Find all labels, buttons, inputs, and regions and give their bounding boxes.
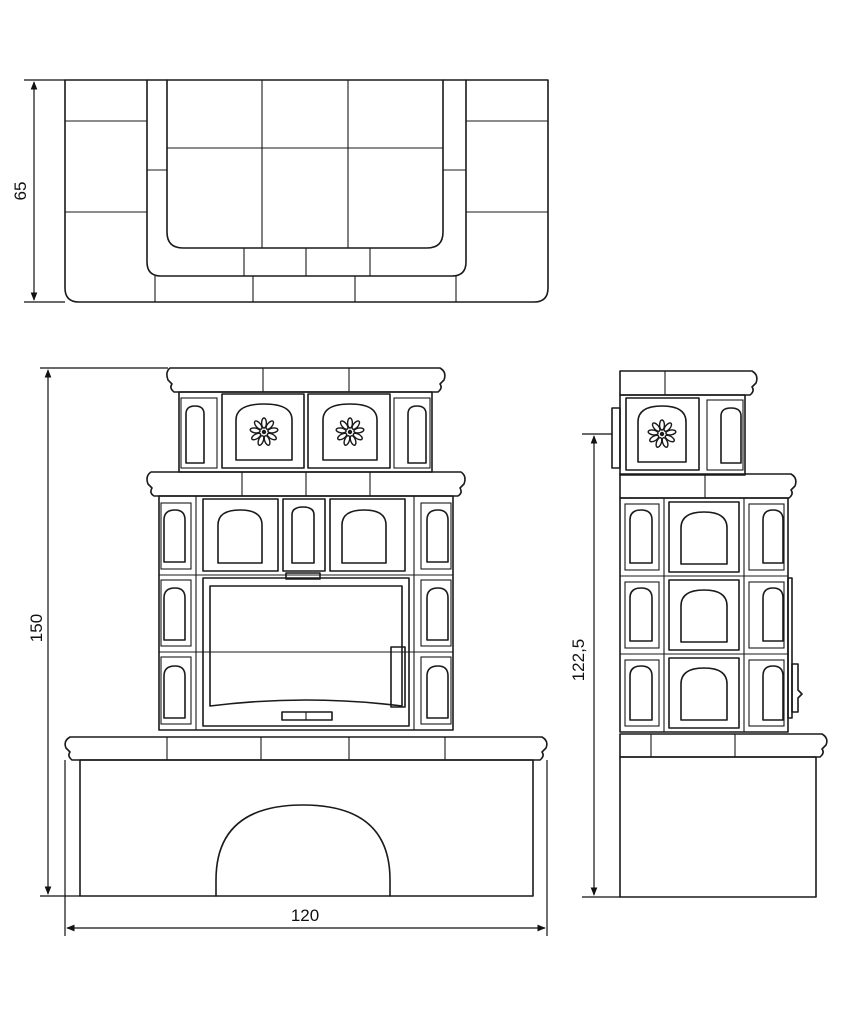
width-dimension — [64, 760, 548, 936]
front-view — [64, 367, 548, 897]
depth-label: 65 — [11, 182, 30, 201]
plan-view — [64, 79, 549, 303]
width-label: 120 — [291, 906, 319, 925]
depth-dimension — [24, 79, 65, 303]
front-height-dimension — [40, 367, 168, 897]
side-view — [611, 370, 828, 898]
side-height-dimension — [582, 433, 620, 898]
front-height-label: 150 — [27, 614, 46, 642]
side-height-label: 122,5 — [569, 639, 588, 682]
